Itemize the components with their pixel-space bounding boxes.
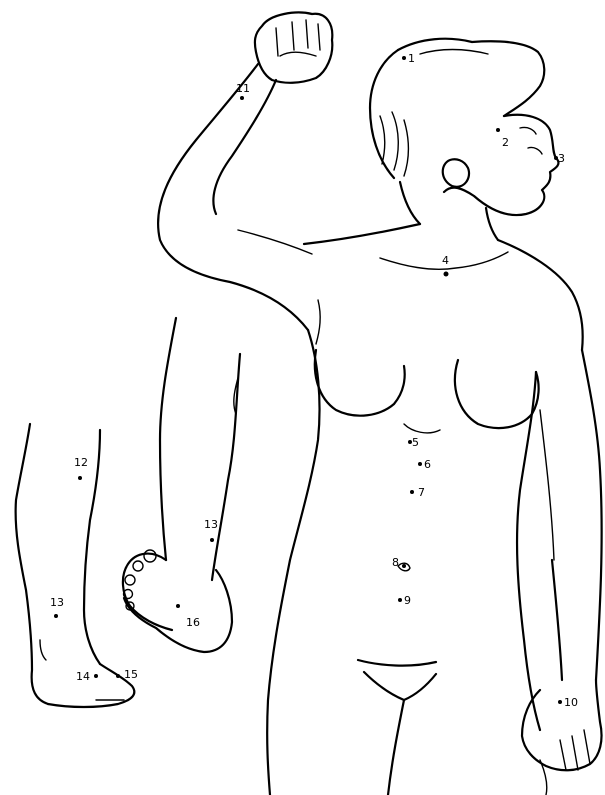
point-label-7: 7 bbox=[418, 486, 425, 499]
point-label-13b: 13 bbox=[50, 596, 64, 609]
point-label-3: 3 bbox=[558, 152, 565, 165]
point-marker-p9 bbox=[398, 598, 402, 602]
neck bbox=[400, 182, 420, 224]
shoulder-left bbox=[304, 224, 420, 244]
point-marker-p12 bbox=[78, 476, 82, 480]
right-arm bbox=[582, 350, 602, 680]
point-marker-p1 bbox=[402, 56, 406, 60]
pubic-line bbox=[358, 660, 436, 666]
point-label-1: 1 bbox=[408, 52, 415, 65]
torso-left-side bbox=[267, 330, 319, 795]
point-label-6: 6 bbox=[424, 458, 431, 471]
point-marker-p11 bbox=[240, 96, 244, 100]
point-marker-p6 bbox=[418, 462, 422, 466]
main-figure bbox=[158, 13, 602, 795]
point-label-5: 5 bbox=[412, 436, 419, 449]
point-label-8: 8 bbox=[392, 556, 399, 569]
point-marker-p8 bbox=[402, 564, 406, 568]
shoulder-right bbox=[498, 240, 583, 350]
point-label-13: 13 bbox=[204, 518, 218, 531]
point-marker-p4 bbox=[444, 272, 449, 277]
point-marker-p13 bbox=[210, 538, 214, 542]
point-label-15: 15 bbox=[124, 668, 138, 681]
point-label-4: 4 bbox=[442, 254, 449, 267]
point-marker-p14 bbox=[94, 674, 98, 678]
point-marker-p2 bbox=[496, 128, 500, 132]
point-label-9: 9 bbox=[404, 594, 411, 607]
ear bbox=[443, 159, 469, 187]
head-outline bbox=[370, 50, 398, 178]
raised-arm bbox=[158, 64, 308, 330]
point-marker-p10 bbox=[558, 700, 562, 704]
point-marker-p16 bbox=[176, 604, 180, 608]
breast-right bbox=[455, 360, 539, 428]
right-hand bbox=[522, 680, 602, 770]
point-label-10: 10 bbox=[564, 696, 578, 709]
middle-leg bbox=[123, 318, 240, 652]
breast-left bbox=[315, 350, 405, 416]
point-marker-p15 bbox=[116, 674, 120, 678]
point-label-12: 12 bbox=[74, 456, 88, 469]
point-label-11: 11 bbox=[236, 82, 250, 95]
torso-right-side bbox=[517, 372, 540, 730]
point-marker-p13b bbox=[54, 614, 58, 618]
face-profile bbox=[444, 115, 558, 215]
point-label-14: 14 bbox=[76, 670, 90, 683]
foot-sole bbox=[123, 554, 172, 630]
point-label-2: 2 bbox=[502, 136, 509, 149]
point-marker-p7 bbox=[410, 490, 414, 494]
point-label-16: 16 bbox=[186, 616, 200, 629]
